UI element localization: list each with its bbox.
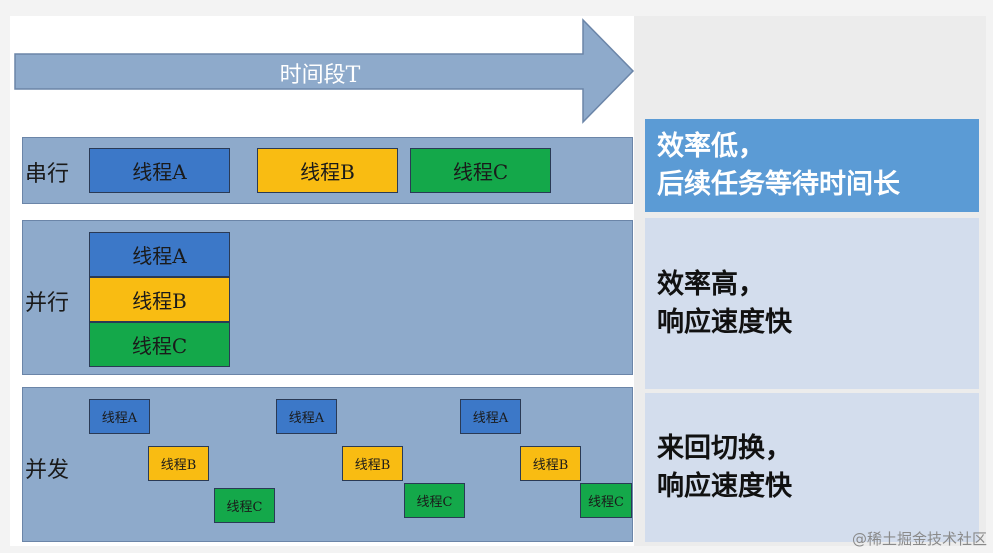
concurrent-thread-a: 线程A	[460, 399, 521, 434]
time-arrow-label: 时间段T	[279, 63, 361, 88]
concurrent-thread-a: 线程A	[276, 399, 337, 434]
concurrent-thread-c: 线程C	[214, 488, 275, 523]
concurrent-description: 来回切换， 响应速度快	[645, 393, 979, 542]
serial-description-line2: 后续任务等待时间长	[657, 168, 900, 200]
parallel-thread-a: 线程A	[89, 232, 230, 277]
concurrent-row-label: 并发	[25, 458, 70, 483]
parallel-row-label: 并行	[25, 291, 70, 316]
serial-row-label: 串行	[25, 162, 70, 187]
concurrent-description-line1: 来回切换，	[657, 432, 792, 464]
serial-thread-c: 线程C	[410, 148, 551, 193]
concurrent-thread-b: 线程B	[520, 446, 581, 481]
serial-description: 效率低， 后续任务等待时间长	[645, 119, 979, 212]
concurrent-thread-c: 线程C	[580, 483, 632, 518]
parallel-description-line2: 响应速度快	[657, 306, 792, 338]
concurrent-thread-c: 线程C	[404, 483, 465, 518]
concurrent-thread-a: 线程A	[89, 399, 150, 434]
parallel-description-line1: 效率高，	[657, 268, 765, 300]
serial-thread-b: 线程B	[257, 148, 398, 193]
serial-description-line1: 效率低，	[657, 130, 765, 162]
concurrent-thread-b: 线程B	[342, 446, 403, 481]
watermark: @稀土掘金技术社区	[851, 530, 987, 548]
concurrent-description-line2: 响应速度快	[657, 470, 792, 502]
concurrent-thread-b: 线程B	[148, 446, 209, 481]
parallel-thread-c: 线程C	[89, 322, 230, 367]
serial-thread-a: 线程A	[89, 148, 230, 193]
parallel-description: 效率高， 响应速度快	[645, 218, 979, 389]
parallel-thread-b: 线程B	[89, 277, 230, 322]
